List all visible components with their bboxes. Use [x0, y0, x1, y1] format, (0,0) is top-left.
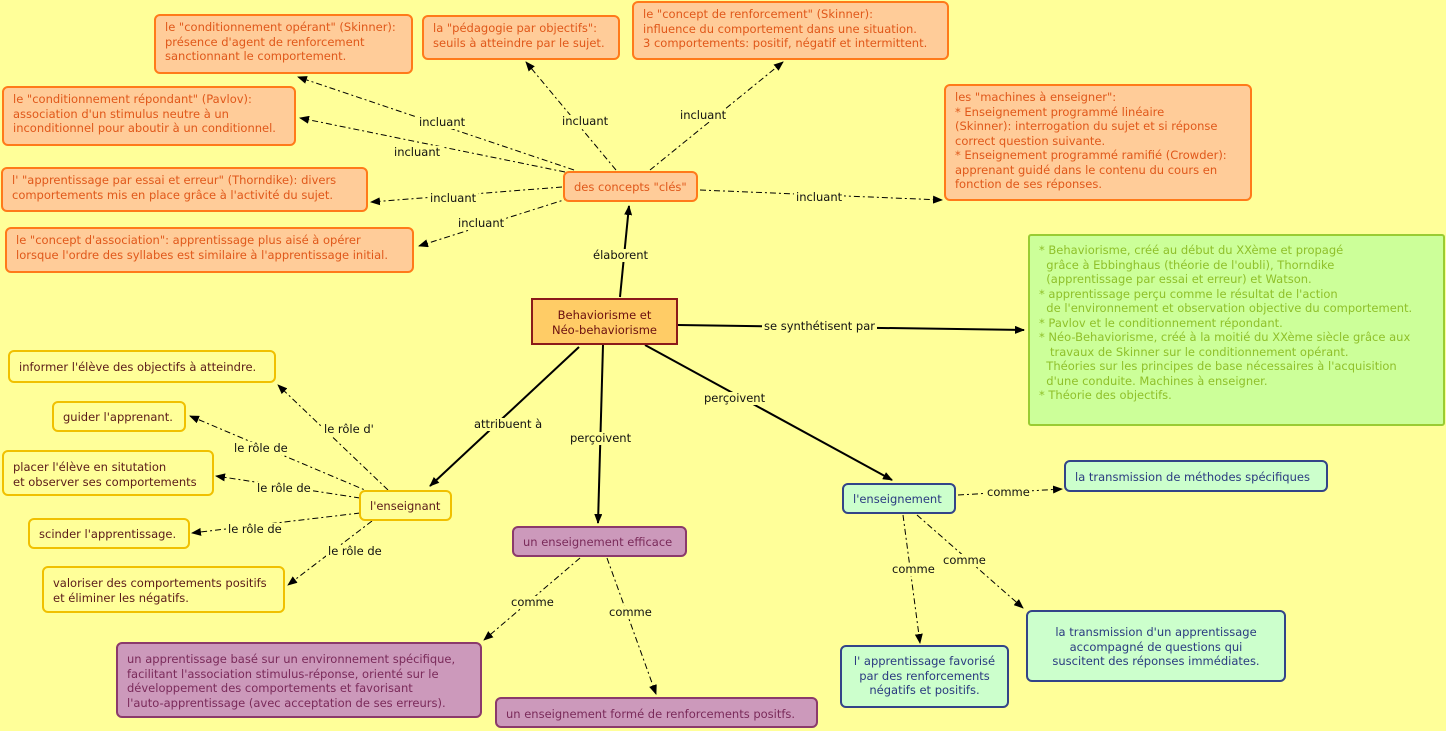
- link-label-incluant: incluant: [560, 114, 611, 128]
- link-label-role: le rôle de: [226, 522, 284, 536]
- node-concept-association[interactable]: le "concept d'association": apprentissag…: [5, 227, 414, 273]
- link-label-comme: comme: [985, 485, 1032, 499]
- node-central-behaviorisme[interactable]: Behaviorisme et Néo-behaviorisme: [531, 298, 678, 345]
- node-informer[interactable]: informer l'élève des objectifs à atteind…: [8, 350, 276, 383]
- link-percoivent-enseignement: [644, 344, 893, 481]
- link-label-incluant: incluant: [417, 115, 468, 129]
- link-label-attribuent: attribuent à: [472, 417, 545, 431]
- node-transmission-questions[interactable]: la transmission d'un apprentissage accom…: [1026, 610, 1286, 682]
- node-apprentissage-favorise[interactable]: l' apprentissage favorisé par des renfor…: [840, 645, 1009, 708]
- link-label-incluant: incluant: [794, 190, 845, 204]
- node-apprentissage-environnement[interactable]: un apprentissage basé sur un environneme…: [116, 642, 482, 718]
- link-label-incluant: incluant: [428, 191, 479, 205]
- link-label-role: le rôle de: [232, 441, 290, 455]
- link-label-comme: comme: [890, 562, 937, 576]
- node-concept-renforcement[interactable]: le "concept de renforcement" (Skinner): …: [632, 1, 949, 60]
- node-enseignant[interactable]: l'enseignant: [359, 490, 452, 521]
- node-enseignement-forme[interactable]: un enseignement formé de renforcements p…: [495, 697, 818, 728]
- link-label-percoivent: perçoivent: [568, 431, 634, 445]
- link-attribuent: [429, 346, 580, 487]
- link-label-synthetisent: se synthétisent par: [762, 319, 877, 333]
- node-enseignement[interactable]: l'enseignement: [842, 483, 956, 514]
- node-transmission-methodes[interactable]: la transmission de méthodes spécifiques: [1064, 460, 1328, 492]
- link-label-incluant: incluant: [456, 216, 507, 230]
- link-label-comme: comme: [607, 605, 654, 619]
- link-label-comme: comme: [941, 553, 988, 567]
- link-label-incluant: incluant: [392, 145, 443, 159]
- link-label-incluant: incluant: [678, 108, 729, 122]
- node-conditionnement-repondant[interactable]: le "conditionnement répondant" (Pavlov):…: [2, 86, 296, 146]
- node-valoriser[interactable]: valoriser des comportements positifs et …: [42, 566, 285, 613]
- link-label-role: le rôle de: [326, 544, 384, 558]
- link-label-role: le rôle de: [255, 481, 313, 495]
- node-scinder[interactable]: scinder l'apprentissage.: [28, 518, 190, 549]
- link-label-role: le rôle d': [322, 422, 376, 436]
- node-concepts-cles[interactable]: des concepts "clés": [563, 171, 698, 202]
- node-essai-erreur[interactable]: l' "apprentissage par essai et erreur" (…: [1, 167, 368, 212]
- node-conditionnement-operant[interactable]: le "conditionnement opérant" (Skinner): …: [154, 14, 413, 74]
- node-pedagogie-objectifs[interactable]: la "pédagogie par objectifs": seuils à a…: [422, 15, 620, 60]
- node-synthese[interactable]: * Behaviorisme, créé au début du XXème e…: [1028, 234, 1445, 426]
- node-machines-enseigner[interactable]: les "machines à enseigner": * Enseigneme…: [944, 84, 1252, 201]
- node-guider[interactable]: guider l'apprenant.: [52, 401, 186, 432]
- link-label-elaborent: élaborent: [591, 248, 651, 262]
- link-label-percoivent: perçoivent: [702, 391, 768, 405]
- link-label-comme: comme: [509, 595, 556, 609]
- node-enseignement-efficace[interactable]: un enseignement efficace: [512, 526, 687, 557]
- node-placer[interactable]: placer l'élève en situtation et observer…: [2, 450, 214, 496]
